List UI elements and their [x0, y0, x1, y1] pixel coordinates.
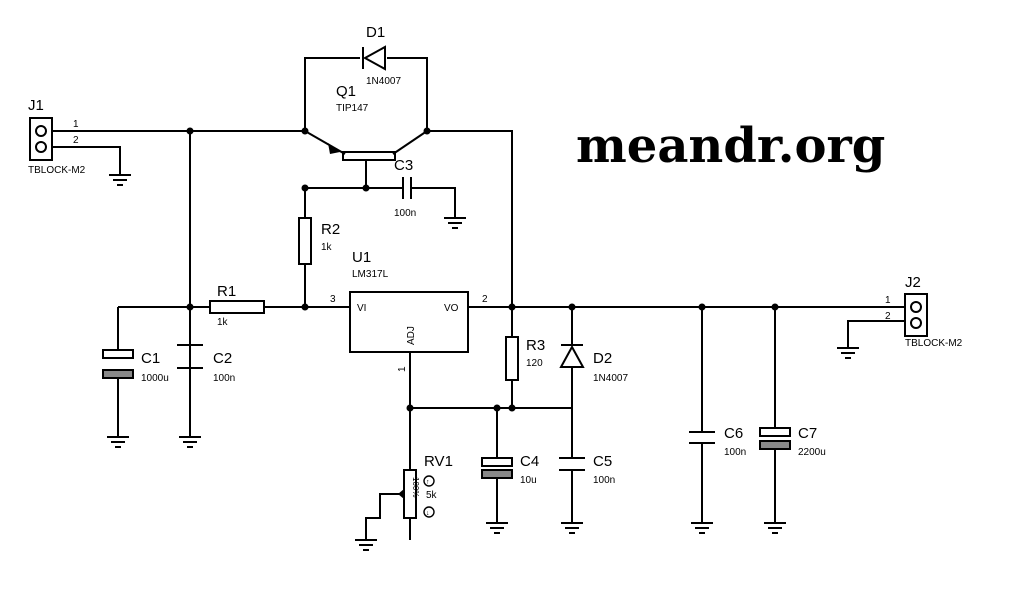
svg-text:↓: ↓	[426, 510, 430, 517]
j2-pin2: 2	[885, 311, 891, 322]
r1-ref: R1	[217, 283, 236, 300]
u1-pin1-number: 1	[397, 366, 408, 372]
c1-ref: C1	[141, 350, 160, 367]
junctions	[186, 127, 779, 412]
u1-pin-vo: VO	[444, 303, 459, 314]
capacitor-c1: C1 1000u	[102, 349, 169, 384]
wires	[52, 57, 905, 540]
c2-ref: C2	[213, 350, 232, 367]
diode-d2: D2 1N4007	[559, 344, 628, 384]
ground-icon	[107, 436, 129, 448]
c1-value: 1000u	[141, 373, 169, 384]
u1-pin2-number: 2	[482, 294, 488, 305]
ground-icon	[179, 436, 201, 448]
c5-ref: C5	[593, 453, 612, 470]
rv1-ref: RV1	[424, 453, 453, 470]
u1-value: LM317L	[352, 269, 389, 280]
resistor-r3: R3 120	[505, 336, 545, 381]
u1-pin-adj: ADJ	[406, 326, 417, 345]
c4-ref: C4	[520, 453, 539, 470]
regulator-u1: U1 LM317L VI VO ADJ 3 2 1	[330, 249, 488, 372]
ground-icon	[355, 539, 377, 551]
capacitor-c6: C6 100n	[689, 425, 746, 458]
r2-ref: R2	[321, 221, 340, 238]
d1-value: 1N4007	[366, 76, 401, 87]
diode-d1: D1 1N4007	[362, 24, 401, 87]
capacitor-c2: C2 100n	[177, 344, 235, 384]
ground-icon	[764, 522, 786, 534]
j2-value: TBLOCK-M2	[905, 338, 963, 349]
q1-ref: Q1	[336, 83, 356, 100]
capacitor-c3: C3 100n	[394, 157, 416, 219]
rv1-scale: 100%	[411, 477, 420, 497]
connector-j1: J1 TBLOCK-M2 1 2	[28, 97, 86, 176]
r2-value: 1k	[321, 242, 333, 253]
resistor-r1: R1 1k	[209, 283, 265, 328]
ground-icon	[691, 522, 713, 534]
c6-ref: C6	[724, 425, 743, 442]
potentiometer-rv1: RV1 100% ↑ 5k ↓	[398, 453, 453, 519]
capacitor-c7: C7 2200u	[759, 425, 826, 458]
ground-symbols	[107, 174, 859, 551]
ground-icon	[486, 522, 508, 534]
j2-pin1: 1	[885, 295, 891, 306]
c6-value: 100n	[724, 447, 746, 458]
q1-value: TIP147	[336, 103, 369, 114]
ground-icon	[444, 217, 466, 229]
c5-value: 100n	[593, 475, 615, 486]
j1-pin1: 1	[73, 119, 79, 130]
u1-ref: U1	[352, 249, 371, 266]
c2-value: 100n	[213, 373, 235, 384]
rv1-value: 5k	[426, 490, 438, 501]
d2-value: 1N4007	[593, 373, 628, 384]
r1-value: 1k	[217, 317, 229, 328]
u1-pin3-number: 3	[330, 294, 336, 305]
j2-ref: J2	[905, 274, 921, 291]
r3-ref: R3	[526, 337, 545, 354]
d1-ref: D1	[366, 24, 385, 41]
c3-ref: C3	[394, 157, 413, 174]
j1-pin2: 2	[73, 135, 79, 146]
transistor-q1: Q1 TIP147	[328, 83, 396, 161]
capacitor-c4: C4 10u	[481, 453, 539, 486]
resistor-r2: R2 1k	[298, 217, 340, 265]
c7-value: 2200u	[798, 447, 826, 458]
ground-icon	[561, 522, 583, 534]
connector-j2: J2 TBLOCK-M2 1 2	[885, 274, 963, 349]
r3-value: 120	[526, 358, 543, 369]
j1-value: TBLOCK-M2	[28, 165, 86, 176]
svg-text:↑: ↑	[426, 479, 430, 486]
c7-ref: C7	[798, 425, 817, 442]
ground-icon	[837, 347, 859, 359]
c4-value: 10u	[520, 475, 537, 486]
j1-ref: J1	[28, 97, 44, 114]
ground-icon	[109, 174, 131, 186]
u1-pin-vi: VI	[357, 303, 366, 314]
capacitor-c5: C5 100n	[559, 453, 615, 486]
d2-ref: D2	[593, 350, 612, 367]
c3-value: 100n	[394, 208, 416, 219]
brand-watermark: meandr.org	[576, 118, 885, 174]
